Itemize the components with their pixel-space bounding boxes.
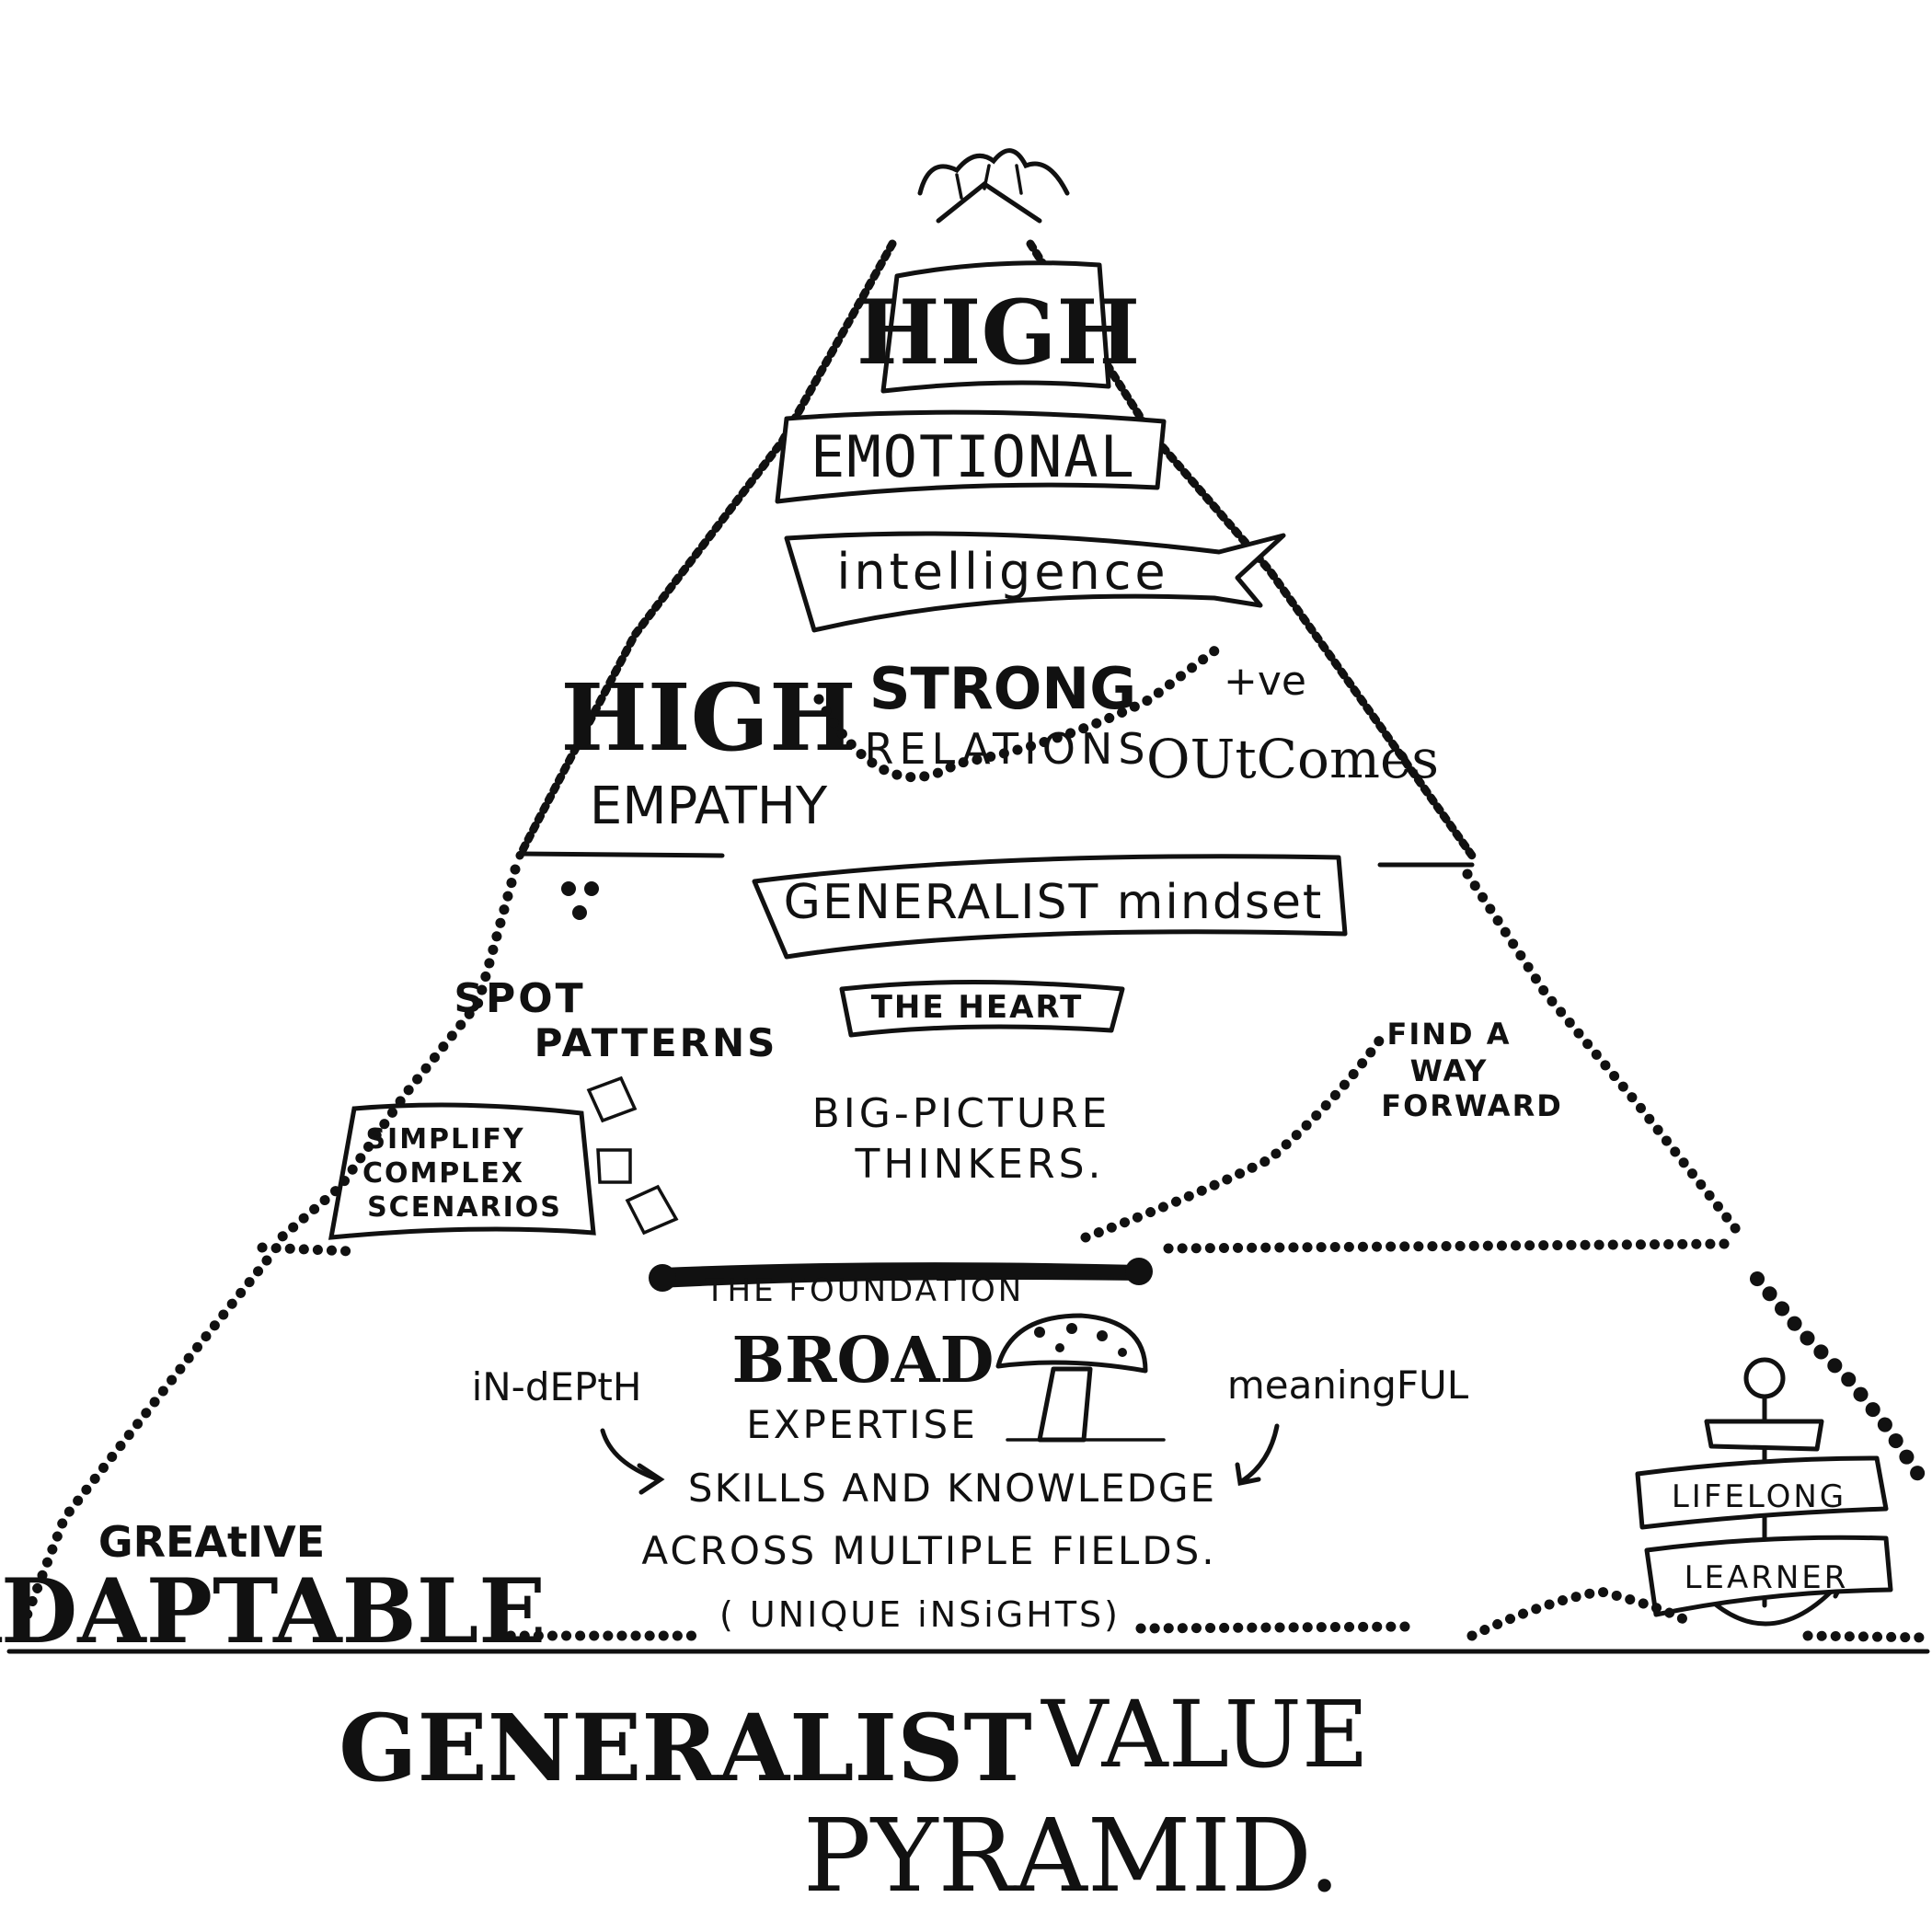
creative-text: GREAtIVE	[98, 1517, 325, 1567]
big-picture-line2: THINKERS.	[855, 1141, 1105, 1188]
arrow-icon	[1235, 1423, 1280, 1486]
banner-generalist-mindset-text: GENERALIST mindset	[784, 875, 1324, 930]
foundation-bar-end	[1125, 1258, 1153, 1285]
simplify-line3: SCENARIOS	[367, 1191, 562, 1224]
broad-text: BROAD	[732, 1324, 995, 1397]
banner-emotional: EMOTIONAL	[775, 409, 1167, 504]
high-empathy-empathy: EMPATHY	[590, 776, 828, 836]
banner-intelligence: intelligence	[784, 531, 1286, 633]
title-generalist: GENERALIST	[339, 1694, 1032, 1802]
find-way-line3: FORWARD	[1381, 1088, 1563, 1123]
bottom-base-right-dots	[1802, 1630, 1932, 1643]
foundation-bar-end	[649, 1264, 676, 1292]
dot	[584, 881, 599, 896]
title-value: VALUE	[1041, 1681, 1369, 1788]
positive-ve: +ve	[1224, 658, 1306, 705]
in-depth-text: iN-dEPtH	[472, 1364, 642, 1409]
dot	[572, 905, 587, 920]
bottom-base-middle-dots	[1135, 1621, 1413, 1634]
top-tier-base-left	[517, 851, 725, 858]
banner-generalist-mindset: GENERALIST mindset	[752, 854, 1348, 960]
middle-right-edge	[1462, 868, 1744, 1238]
banner-the-foundation: THE FOUNDATION	[649, 1258, 1153, 1309]
banner-high-text: HIGH	[857, 281, 1140, 385]
banner-the-heart: THE HEART	[839, 980, 1125, 1038]
banner-the-heart-text: THE HEART	[871, 989, 1084, 1026]
speckle-hill	[1080, 1034, 1386, 1243]
dot	[561, 881, 576, 896]
spot-patterns-patterns: PATTERNS	[535, 1020, 778, 1065]
spot-patterns-spot: SPOT	[454, 975, 585, 1022]
bottom-right-edge	[1750, 1271, 1930, 1489]
top-left-chain	[515, 239, 897, 860]
paper-sheets-icon	[586, 1075, 679, 1236]
find-way-line2: WAY	[1410, 1053, 1489, 1088]
find-way-line1: FIND A	[1386, 1017, 1511, 1052]
banner-lifelong: LIFELONG	[1635, 1455, 1889, 1530]
across-text: ACROSS MULTIPLE FIELDS.	[641, 1528, 1216, 1573]
expertise-text: EXPERTISE	[746, 1402, 978, 1447]
banner-lifelong-text: LIFELONG	[1672, 1478, 1846, 1515]
banner-high: HIGH	[857, 260, 1140, 394]
middle-base-left	[257, 1242, 355, 1257]
high-empathy-high: HIGH	[560, 663, 856, 772]
simplify-box: SIMPLIFY COMPLEX SCENARIOS	[328, 1102, 596, 1240]
strong-relations-relations: RELATIONS	[864, 724, 1150, 774]
title-pyramid: PYRAMID.	[803, 1797, 1340, 1915]
positive-outcomes: OUtComes	[1146, 728, 1439, 790]
big-picture-line1: BIG-PICTURE	[812, 1090, 1111, 1137]
middle-base-right	[1163, 1238, 1731, 1254]
simplify-line2: COMPLEX	[362, 1157, 524, 1190]
simplify-line1: SIMPLIFY	[365, 1123, 524, 1156]
banner-learner-text: LEARNER	[1685, 1559, 1849, 1596]
skills-text: SKILLS AND KNOWLEDGE	[688, 1466, 1216, 1511]
adaptable-text: ADAPTABLE	[0, 1559, 546, 1663]
meaningful-text: meaningFUL	[1227, 1363, 1469, 1408]
banner-learner: LEARNER	[1644, 1535, 1893, 1617]
bottom-left-edge	[13, 1255, 272, 1643]
mushroom-icon	[995, 1313, 1166, 1443]
banner-emotional-text: EMOTIONAL	[811, 423, 1136, 490]
foundation-bar	[658, 1262, 1145, 1288]
speckle-ground	[1466, 1586, 1689, 1641]
banner-the-foundation-text: THE FOUNDATION	[705, 1272, 1024, 1309]
crown-icon	[917, 148, 1070, 224]
arrow-icon	[600, 1428, 665, 1495]
unique-insights-text: ( UNIQUE iNSiGHTS)	[719, 1594, 1121, 1635]
strong-relations-strong: STRONG	[869, 655, 1136, 722]
banner-intelligence-text: intelligence	[836, 543, 1168, 601]
speckle-wave	[813, 638, 1229, 783]
middle-left-edge	[270, 864, 521, 1248]
